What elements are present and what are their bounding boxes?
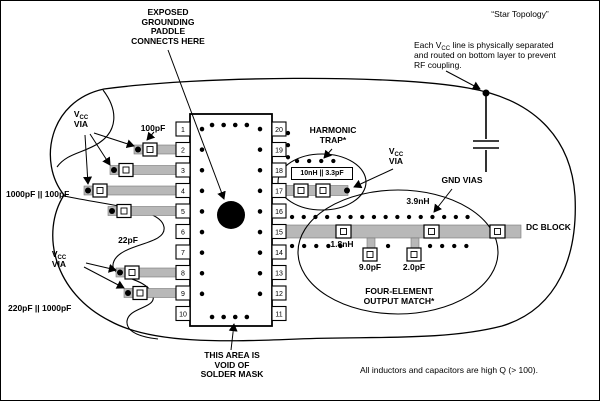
- high-q-note: All inductors and capacitors are high Q …: [360, 365, 538, 375]
- arrow-solder-mask: [228, 323, 238, 351]
- gnd-via-dots: [285, 130, 481, 249]
- trap-values-box: 10nH || 3.3pF: [291, 167, 353, 180]
- arrow-exposed-paddle: [167, 49, 226, 200]
- bypass-cap-symbol: [473, 96, 499, 172]
- callout-arrows: [83, 49, 481, 351]
- exposed-paddle-label: EXPOSED GROUNDING PADDLE CONNECTS HERE: [131, 7, 205, 46]
- arrow-vcc-via-2b: [83, 266, 125, 289]
- pin-label: 9: [181, 291, 185, 298]
- pin-label: 3: [181, 168, 185, 175]
- component-1p8nH: [335, 224, 352, 239]
- pin-label: 15: [275, 230, 283, 237]
- gnd-vias-label: GND VIAS: [441, 175, 483, 185]
- solder-mask-label: THIS AREA IS VOID OF SOLDER MASK: [200, 350, 264, 379]
- pin-label: 8: [181, 271, 185, 278]
- component-220pF: [124, 265, 140, 280]
- vcc-via-1-text: V: [73, 109, 80, 119]
- component-22pF: [116, 203, 132, 219]
- pin-label: 18: [275, 168, 283, 175]
- pin-label: 10: [179, 312, 187, 319]
- chip-components: [92, 142, 506, 301]
- component-trap-10nH: [293, 183, 309, 198]
- vcc-via-3-text: V: [388, 146, 395, 156]
- arrow-100pF: [146, 131, 156, 141]
- pin-label: 4: [181, 189, 185, 196]
- vcc-via-3-text2: VIA: [388, 155, 404, 166]
- vcc-via-2-text2: VIA: [51, 258, 67, 269]
- pin-label: 13: [275, 271, 283, 278]
- star-topology-title: “Star Topology”: [491, 9, 549, 19]
- vcc-via-1-text2: VIA: [73, 118, 89, 129]
- output-match-label: FOUR-ELEMENT OUTPUT MATCH*: [363, 286, 435, 306]
- arrow-vcc-via-1b: [89, 133, 111, 166]
- vcc-note-text2: line is physically separated and routed …: [414, 40, 556, 70]
- output-match-ellipse: [297, 189, 499, 315]
- pin-label: 20: [275, 127, 283, 134]
- vcc-via-3-sub: CC: [394, 152, 404, 158]
- cap-1000pF-100pF-label: 1000pF || 100pF: [6, 189, 70, 199]
- pour-cutout-top-left: [56, 89, 115, 168]
- star-point-via: [482, 89, 490, 97]
- ic-pin-numbers: 1 2 3 4 5 6 7 8 9 10 20 19 18 17 16 15 1…: [179, 127, 283, 319]
- pin-label: 14: [275, 250, 283, 257]
- vcc-note-text: Each V: [414, 40, 442, 50]
- ic-pins-left: [175, 121, 191, 322]
- arrow-vcc-via-1c: [83, 134, 93, 185]
- pin-label: 5: [181, 209, 185, 216]
- arrow-vcc-via-1a: [93, 132, 135, 149]
- pin-label: 7: [181, 250, 185, 257]
- inductor-3p9nH-label: 3.9nH: [406, 196, 430, 206]
- inductor-1p8nH-label: 1.8nH: [330, 239, 354, 249]
- pin-label: 17: [275, 189, 283, 196]
- component-trap-3p3pF: [315, 183, 331, 198]
- component-1000pF: [132, 285, 148, 301]
- pcb-outline: [49, 77, 576, 342]
- component-cap: [118, 162, 134, 178]
- harmonic-trap-label: HARMONIC TRAP*: [309, 125, 357, 145]
- arrow-star-point: [445, 70, 481, 90]
- arrow-vcc-via-3: [353, 168, 394, 189]
- pin-label: 19: [275, 148, 283, 155]
- cap-22pF-label: 22pF: [118, 235, 138, 245]
- vcc-note-subscript: CC: [441, 46, 451, 52]
- pin-label: 2: [181, 148, 185, 155]
- pin-label: 12: [275, 291, 283, 298]
- component-2p0pF: [406, 247, 422, 262]
- pin-label: 6: [181, 230, 185, 237]
- arrow-harmonic-trap: [323, 148, 333, 159]
- cap-9p0pF-label: 9.0pF: [358, 262, 382, 272]
- arrow-gnd-vias: [433, 188, 453, 213]
- vcc-via-2-text: V: [51, 249, 58, 259]
- component-9p0pF: [362, 247, 378, 262]
- arrow-vcc-via-2a: [85, 262, 117, 273]
- component-1000pF-100pF: [92, 183, 108, 198]
- ic-pins-right: [271, 121, 287, 322]
- component-dc-block: [489, 224, 506, 239]
- cap-2p0pF-label: 2.0pF: [402, 262, 426, 272]
- dc-block-label: DC BLOCK: [526, 222, 571, 232]
- cap-100pF-label: 100pF: [140, 123, 166, 133]
- vcc-routing-note: Each VCC line is physically separated an…: [414, 40, 590, 70]
- vcc-via-2-sub: CC: [57, 255, 67, 261]
- pin-label: 1: [181, 127, 185, 134]
- vcc-via-dots: [85, 146, 350, 296]
- cap-220pF-1000pF-label: 220pF || 1000pF: [8, 303, 72, 313]
- pin-label: 11: [275, 312, 282, 319]
- exposed-paddle-circle: [217, 201, 245, 229]
- pin-label: 16: [275, 209, 283, 216]
- vcc-via-1-sub: CC: [79, 115, 89, 121]
- component-100pF: [142, 142, 158, 157]
- component-3p9nH: [423, 224, 440, 239]
- paddle-via-dots: [199, 122, 263, 320]
